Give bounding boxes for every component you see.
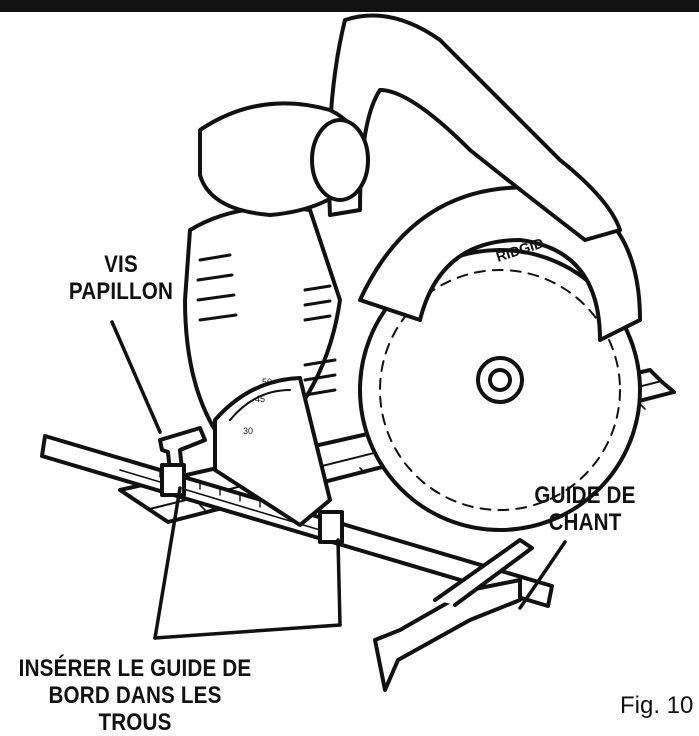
bevel-50: 50 [262, 377, 272, 387]
leader-insert-right [336, 538, 342, 627]
label-insert-line1: INSÉRER LE GUIDE DE [18, 655, 252, 682]
circular-saw-illustration: RIDGID 50 45 30 [40, 13, 676, 692]
leader-wing-screw [110, 320, 162, 434]
label-wing-screw: VIS PAPILLON [65, 251, 177, 305]
label-edge-guide-line2: CHANT [548, 509, 622, 536]
label-edge-guide: GUIDE DE CHANT [529, 482, 641, 536]
main-handle [327, 13, 622, 242]
leader-insert-join [153, 623, 342, 640]
label-insert-line2: BORD DANS LES TROUS [48, 682, 222, 736]
leader-insert-left [153, 486, 182, 640]
bevel-scale: 50 45 30 [243, 377, 272, 436]
leader-edge-guide [518, 540, 567, 610]
bevel-bracket [213, 376, 332, 527]
figure-number: Fig. 10 [620, 692, 694, 719]
label-insert-guide: INSÉRER LE GUIDE DE BORD DANS LES TROUS [10, 655, 259, 736]
label-wing-screw-line1: VIS [104, 251, 138, 278]
bevel-30: 30 [243, 426, 253, 436]
header-rule [0, 0, 699, 12]
bevel-45: 45 [255, 394, 265, 404]
label-edge-guide-line1: GUIDE DE [534, 482, 636, 509]
label-wing-screw-line2: PAPILLON [68, 278, 174, 305]
